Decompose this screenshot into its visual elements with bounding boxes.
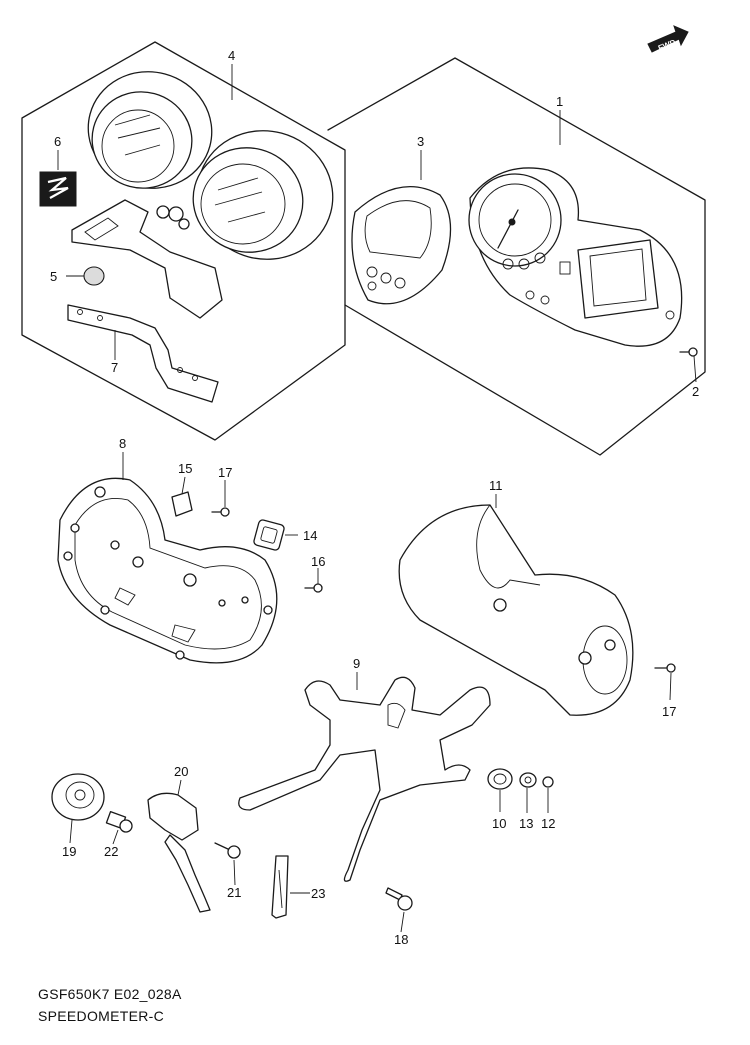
screw-16	[304, 583, 323, 593]
callout-11: 11	[489, 478, 503, 493]
meter-assembly-box	[327, 57, 706, 456]
callout-14: 14	[303, 528, 317, 543]
rubber-cap	[83, 266, 105, 286]
washer-13	[519, 772, 537, 788]
clip-15	[171, 491, 193, 517]
lower-meter-case	[57, 477, 278, 664]
callout-8: 8	[119, 436, 126, 451]
callout-15: 15	[178, 461, 192, 476]
screw-17-lower	[654, 663, 676, 673]
callout-22: 22	[104, 844, 118, 859]
callout-16: 16	[311, 554, 325, 569]
housing-assembly-box	[21, 41, 346, 441]
nut-12	[542, 776, 554, 788]
suzuki-emblem-icon	[39, 171, 77, 207]
meter-bracket	[67, 304, 219, 403]
part-number-callouts: 1 2 3 4 5 6 7 8 9 10 11 12 13 14 15 16 1…	[50, 48, 699, 947]
grommet-10	[487, 768, 513, 790]
callout-18: 18	[394, 932, 408, 947]
meter-stay-bracket	[238, 676, 491, 882]
meter-lens-cover	[351, 186, 452, 305]
callout-7: 7	[111, 360, 118, 375]
meter-cover	[398, 504, 634, 716]
callout-10: 10	[492, 816, 506, 831]
diagram-code: GSF650K7 E02_028A	[38, 986, 182, 1002]
leader-lines	[57, 64, 697, 933]
speedometer-assembly	[468, 167, 683, 347]
callout-6: 6	[54, 134, 61, 149]
callout-17-lower: 17	[662, 704, 676, 719]
callout-1: 1	[556, 94, 563, 109]
bolt-21	[214, 842, 241, 859]
callout-5: 5	[50, 269, 57, 284]
callout-13: 13	[519, 816, 533, 831]
callout-20: 20	[174, 764, 188, 779]
fwd-arrow-icon: FWD	[647, 25, 689, 53]
clamp-23	[271, 855, 289, 919]
upper-meter-case	[71, 71, 334, 319]
callout-17-upper: 17	[218, 465, 232, 480]
socket-19	[51, 773, 105, 821]
bolt-18	[385, 887, 413, 911]
screw-2	[679, 347, 698, 357]
callout-19: 19	[62, 844, 76, 859]
callout-2: 2	[692, 384, 699, 399]
callout-23: 23	[311, 886, 325, 901]
callout-9: 9	[353, 656, 360, 671]
screw-17-upper	[211, 507, 230, 517]
diagram-title: SPEEDOMETER-C	[38, 1008, 165, 1024]
callout-4: 4	[228, 48, 235, 63]
callout-3: 3	[417, 134, 424, 149]
callout-12: 12	[541, 816, 555, 831]
bulb-22	[105, 810, 133, 833]
callout-21: 21	[227, 885, 241, 900]
grommet-14	[253, 519, 285, 551]
socket-harness-20	[147, 792, 211, 913]
